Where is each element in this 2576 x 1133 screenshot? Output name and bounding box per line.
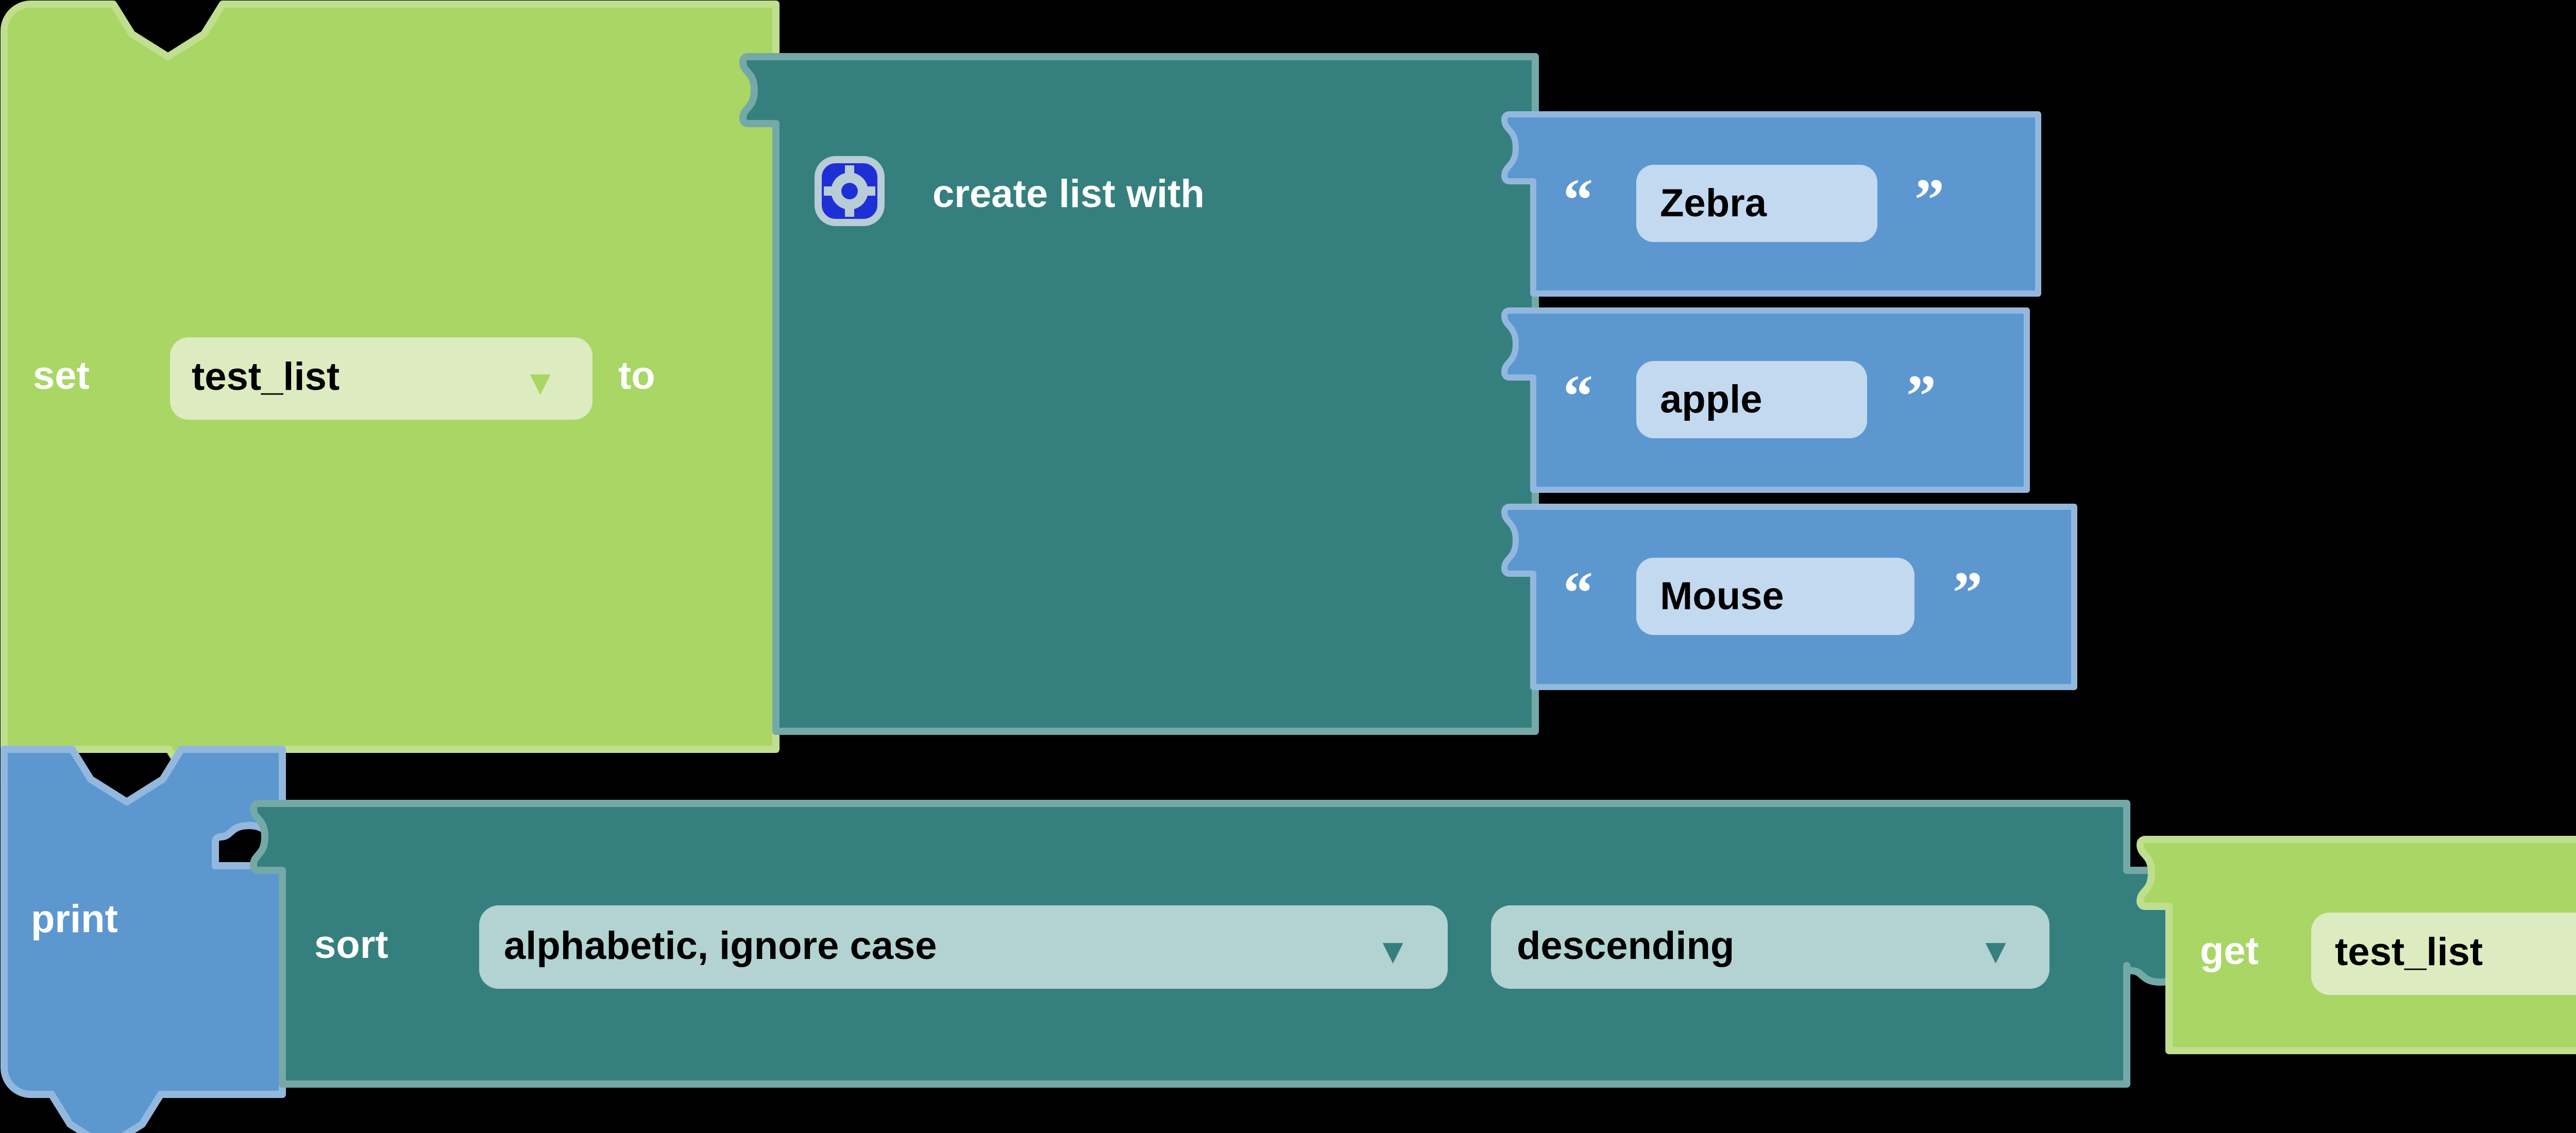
open-quote-icon: “ — [1563, 364, 1593, 430]
set-variable-dropdown[interactable] — [170, 337, 592, 420]
text-block-1[interactable]: “ apple ” — [1501, 307, 2030, 493]
sort-direction-dropdown-value: descending — [1517, 924, 1734, 968]
create-list-block-shape[interactable] — [739, 53, 1539, 735]
chevron-down-icon[interactable]: ▼ — [523, 363, 557, 402]
open-quote-icon: “ — [1563, 167, 1593, 233]
chevron-down-icon[interactable]: ▼ — [1978, 932, 2013, 971]
sort-type-dropdown-value: alphabetic, ignore case — [504, 924, 937, 968]
close-quote-icon: ” — [1906, 364, 1936, 430]
text-block-0-field[interactable] — [1636, 165, 1877, 242]
print-block[interactable]: print — [1, 746, 286, 1133]
text-block-2[interactable]: “ Mouse ” — [1501, 504, 2077, 690]
sort-block[interactable]: sort alphabetic, ignore case ▼ descendin… — [250, 800, 2197, 1088]
text-block-1-value: apple — [1660, 377, 1762, 421]
close-quote-icon: ” — [1914, 167, 1944, 233]
to-label: to — [618, 354, 655, 398]
set-label: set — [33, 354, 90, 398]
get-variable-dropdown[interactable] — [2311, 913, 2576, 995]
print-block-shape[interactable] — [1, 746, 286, 1133]
get-label: get — [2200, 929, 2259, 973]
gear-icon[interactable] — [815, 156, 885, 226]
chevron-down-icon[interactable]: ▼ — [1376, 932, 1410, 971]
open-quote-icon: “ — [1563, 560, 1593, 626]
print-label: print — [31, 897, 118, 941]
get-variable-dropdown-value: test_list — [2335, 930, 2483, 974]
text-block-2-value: Mouse — [1660, 574, 1784, 618]
sort-type-dropdown[interactable] — [479, 905, 1448, 989]
text-block-0[interactable]: “ Zebra ” — [1501, 111, 2041, 297]
create-list-block[interactable]: create list with — [739, 53, 1539, 735]
set-variable-block[interactable]: set test_list ▼ to — [1, 1, 779, 805]
sort-direction-dropdown[interactable] — [1491, 905, 2049, 989]
text-block-1-field[interactable] — [1636, 361, 1867, 438]
close-quote-icon: ” — [1953, 560, 1982, 626]
text-block-0-value: Zebra — [1660, 181, 1767, 225]
text-block-2-field[interactable] — [1636, 558, 1914, 635]
create-list-label: create list with — [933, 172, 1205, 216]
get-variable-block[interactable]: get test_list ▼ — [2137, 836, 2576, 1054]
sort-label: sort — [314, 923, 388, 967]
set-variable-dropdown-value: test_list — [192, 355, 340, 399]
